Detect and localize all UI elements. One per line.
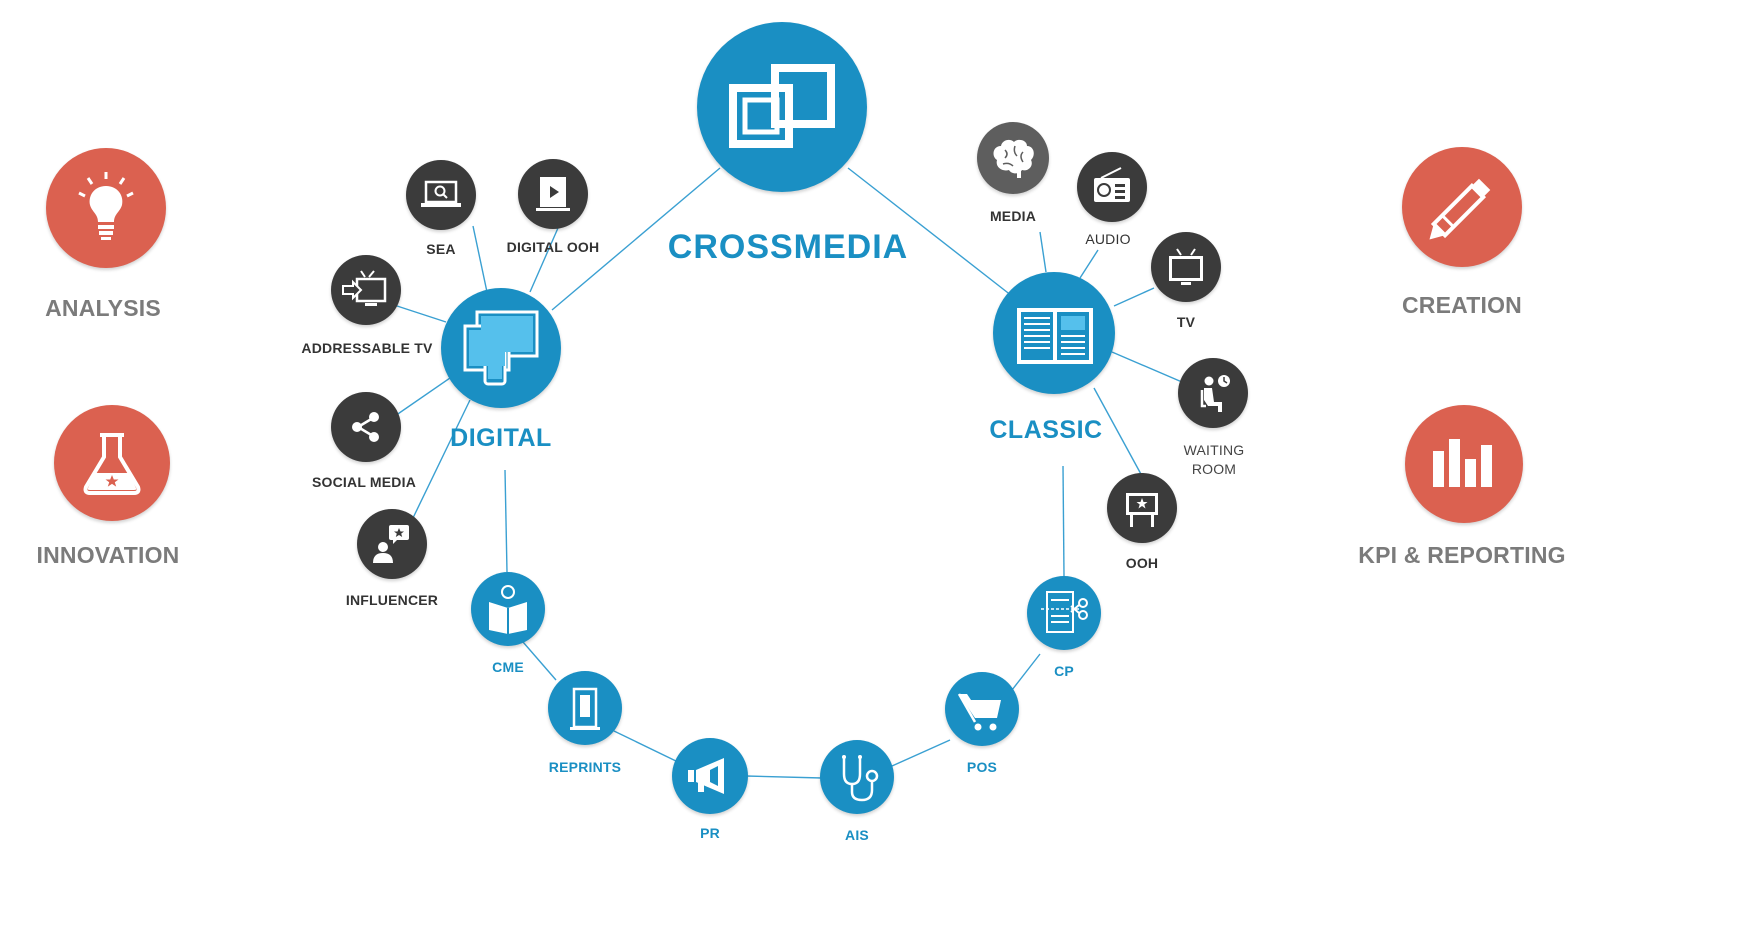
social-media-label: SOCIAL MEDIA (311, 474, 417, 490)
addressable-tv-icon (342, 270, 387, 306)
cp-label: CP (1054, 663, 1074, 679)
laptop-search-icon (421, 180, 461, 207)
reprints-label: REPRINTS (548, 759, 622, 775)
ooh-node (1107, 473, 1177, 543)
reprint-icon (570, 687, 600, 730)
cart-icon (957, 693, 1001, 731)
pos-node (945, 672, 1019, 746)
addressable-tv-label: ADDRESSABLE TV (301, 340, 433, 356)
waiting-room-icon (1200, 375, 1230, 412)
crossmedia-icon (729, 64, 835, 148)
ais-label: AIS (845, 827, 869, 843)
analysis-node (46, 148, 166, 268)
pos-label: POS (966, 759, 998, 775)
stethoscope-icon (842, 755, 879, 802)
digital-node (441, 288, 561, 408)
addressable-tv-node (331, 255, 401, 325)
cme-label: CME (492, 659, 524, 675)
pr-node (672, 738, 748, 814)
lightbulb-icon (78, 172, 134, 240)
cp-node (1027, 576, 1101, 650)
innovation-node (54, 405, 170, 521)
influencer-node (357, 509, 427, 579)
crossmedia-label: CROSSMEDIA (667, 228, 909, 266)
classic-node (993, 272, 1115, 394)
media-label: MEDIA (989, 208, 1037, 224)
digital-ooh-label: DIGITAL OOH (506, 239, 600, 255)
reading-person-icon (489, 585, 527, 634)
audio-label: AUDIO (1085, 231, 1131, 247)
newspaper-icon (1017, 308, 1093, 364)
billboard-icon (1126, 493, 1158, 527)
cme-node (471, 572, 545, 646)
document-cut-icon (1041, 591, 1088, 633)
creation-label: CREATION (1401, 292, 1523, 318)
ooh-label: OOH (1125, 555, 1159, 571)
devices-icon (463, 310, 539, 386)
flask-icon (83, 433, 141, 495)
crossmedia-node (697, 22, 867, 192)
analysis-label: ANALYSIS (45, 295, 161, 321)
pencil-icon (1429, 178, 1491, 240)
social-media-node (331, 392, 401, 462)
digital-ooh-node (518, 159, 588, 229)
waiting-room-label-line2: ROOM (1191, 461, 1237, 477)
reprints-node (548, 671, 622, 745)
ais-node (820, 740, 894, 814)
tv-node (1151, 232, 1221, 302)
digital-label: DIGITAL (450, 424, 552, 452)
sea-node (406, 160, 476, 230)
pr-label: PR (700, 825, 720, 841)
digital-screen-icon (536, 177, 570, 211)
megaphone-icon (688, 758, 724, 794)
creation-node (1402, 147, 1522, 267)
influencer-label: INFLUENCER (345, 592, 439, 608)
kpi-reporting-node (1405, 405, 1523, 523)
classic-label: CLASSIC (989, 416, 1103, 444)
influencer-icon (373, 525, 409, 563)
tv-icon (1169, 248, 1203, 285)
share-icon (352, 412, 379, 442)
audio-node (1077, 152, 1147, 222)
radio-icon (1094, 167, 1130, 202)
kpi-reporting-label: KPI & REPORTING (1358, 542, 1566, 568)
tv-label: TV (1176, 314, 1196, 330)
innovation-label: INNOVATION (36, 542, 180, 568)
sea-label: SEA (426, 241, 456, 257)
media-node (977, 122, 1049, 194)
waiting-room-label-line1: WAITING (1183, 442, 1245, 458)
bar-chart-icon (1433, 439, 1492, 487)
waiting-room-node (1178, 358, 1248, 428)
brain-icon (993, 139, 1034, 178)
